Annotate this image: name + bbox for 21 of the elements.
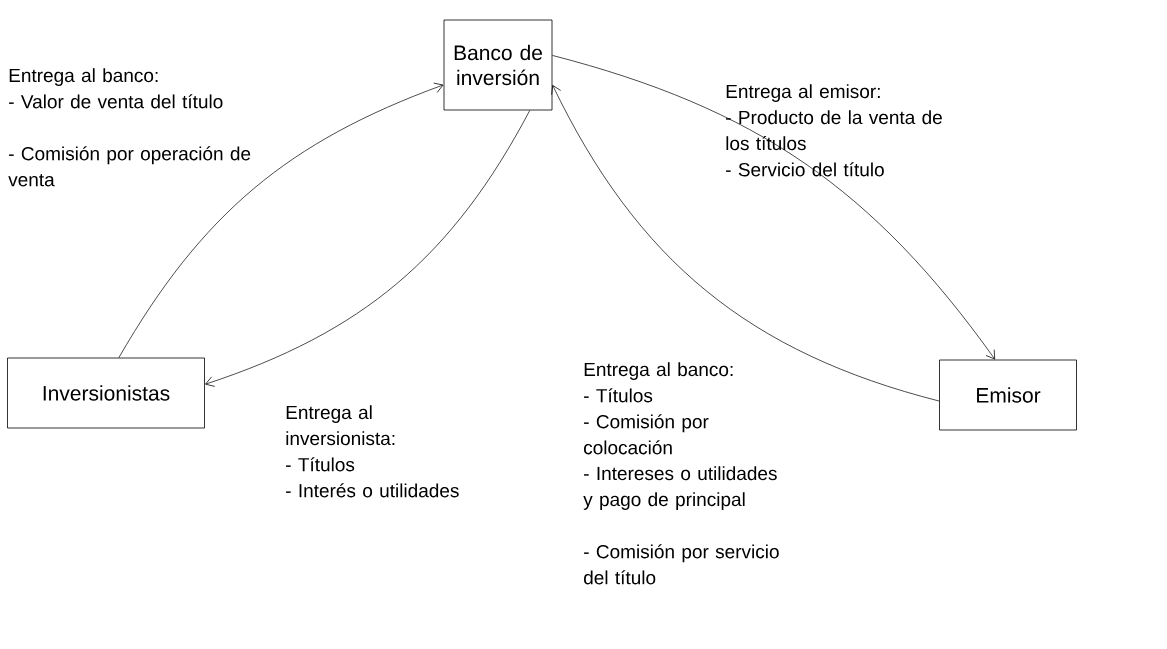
annotation: Entrega al banco: xyxy=(9,68,158,86)
annotation: - Comisión por operación de venta xyxy=(8,146,251,187)
annotation: - Títulos xyxy=(584,388,653,403)
arrow xyxy=(205,110,531,387)
annotation: - Producto de la venta de los títulos xyxy=(726,110,942,151)
annotation: Entrega al emisor: xyxy=(726,84,880,102)
annotation: - Valor de venta del título xyxy=(9,94,223,109)
annotation: Entrega al banco: xyxy=(584,362,733,380)
annotation: - Interés o utilidades xyxy=(286,483,459,498)
annotation: - Títulos xyxy=(286,457,355,472)
annotation: - Comisión por colocación xyxy=(584,414,709,455)
box: Banco de inversión xyxy=(443,19,553,111)
annotation: - Comisión por servicio del título xyxy=(584,544,779,585)
box: Emisor xyxy=(939,359,1077,431)
annotation: - Intereses o utilidades y pago de principal xyxy=(583,466,777,510)
arrow xyxy=(118,82,444,358)
annotation: - Servicio del título xyxy=(726,162,884,177)
arrow xyxy=(552,55,996,360)
box: Inversionistas xyxy=(7,357,205,429)
arrow xyxy=(551,85,940,402)
annotation: Entrega al inversionista: xyxy=(286,405,395,446)
